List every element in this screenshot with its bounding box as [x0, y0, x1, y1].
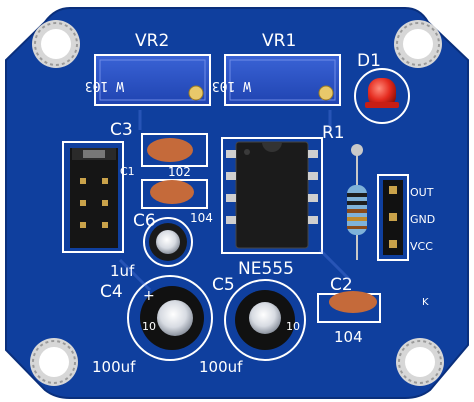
mounting-hole-top-right [394, 20, 442, 68]
label-c5: C5 [212, 275, 235, 295]
output-header [383, 180, 403, 255]
c3-outline [141, 133, 208, 167]
capacitor-c3 [147, 138, 193, 162]
label-ne555: NE555 [238, 259, 294, 279]
label-c6: C6 [133, 211, 156, 231]
label-c5-value: 100uf [199, 358, 243, 376]
capacitor-c2 [329, 291, 377, 313]
plus-sign-c4: + [143, 288, 155, 304]
output-header-outline [377, 174, 409, 261]
label-c1-value: 102 [168, 165, 191, 179]
pin-label-vcc: VCC [410, 240, 433, 253]
led-d1 [365, 78, 399, 108]
label-c4-value: 100uf [92, 358, 136, 376]
resistor-r1 [347, 185, 367, 235]
capacitor-c4-marking: 10 [142, 320, 156, 333]
label-c4: C4 [100, 282, 123, 302]
trimpot-vr2-marking: W 103 [85, 78, 124, 93]
led-footprint [354, 68, 410, 124]
mounting-hole-bottom-right [396, 338, 444, 386]
label-d1: D1 [357, 51, 381, 71]
label-c6-value: 1uf [110, 262, 135, 280]
label-c2-value: 104 [334, 328, 363, 346]
mounting-hole-top-left [32, 20, 80, 68]
capacitor-c1 [150, 180, 194, 204]
capacitor-c5-marking: 10 [286, 320, 300, 333]
label-k: K [422, 297, 429, 308]
ic-ne555 [226, 141, 318, 249]
label-c2: C2 [330, 275, 353, 295]
c6-outline [143, 217, 193, 267]
label-vr2: VR2 [135, 31, 169, 51]
label-r1: R1 [322, 123, 345, 143]
pin-label-out: OUT [410, 186, 434, 199]
label-vr1: VR1 [262, 31, 296, 51]
label-c3: C3 [110, 120, 133, 140]
label-c1-value-2: 104 [190, 211, 213, 225]
trimpot-screw [188, 85, 204, 101]
trimpot-vr1: W 103 [212, 54, 341, 106]
pin-label-gnd: GND [410, 213, 435, 226]
c5-outline [224, 279, 306, 361]
trimpot-vr1-marking: W 103 [212, 78, 251, 93]
c1-outline [141, 179, 208, 209]
capacitor-c4: 10 [140, 286, 204, 350]
jumper-header [70, 148, 118, 248]
resistor-pad [351, 144, 363, 156]
mounting-hole-bottom-left [30, 338, 78, 386]
c4-outline [127, 275, 213, 361]
trimpot-screw [318, 85, 334, 101]
capacitor-c6 [149, 223, 187, 261]
pcb-traces [118, 110, 352, 292]
jumper-header-outline [62, 141, 124, 253]
trimpot-vr2: W 103 [85, 54, 211, 106]
capacitor-c5: 10 [235, 290, 300, 350]
ic-socket-outline [221, 137, 323, 254]
